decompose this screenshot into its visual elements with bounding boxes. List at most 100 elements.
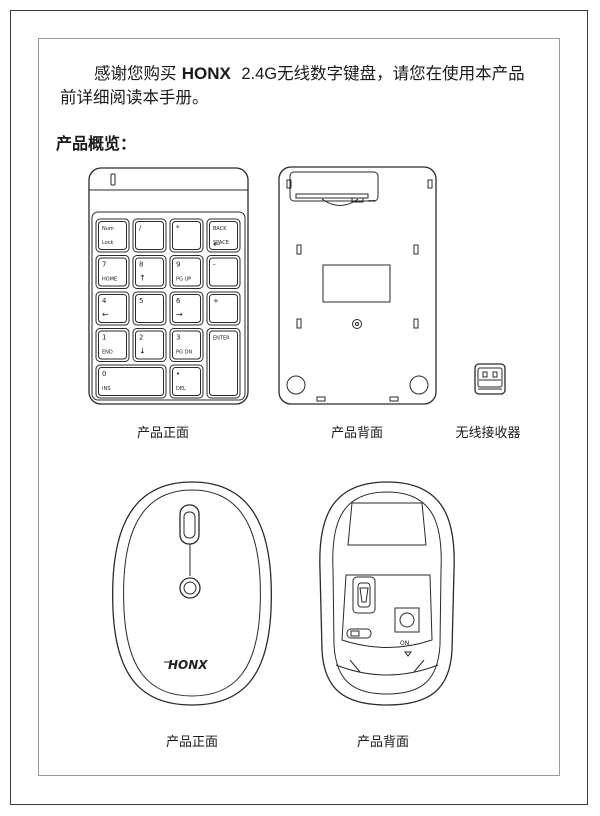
keypad-key-bottom-label: PG UP bbox=[176, 277, 191, 283]
keypad-key-inner bbox=[98, 367, 164, 396]
keypad-key-top-label: 0 bbox=[102, 370, 106, 378]
intro-after: 无线数字键盘，请您在使用本产品前详细阅读本手册。 bbox=[60, 64, 525, 107]
battery-cover-label: ▬▬ bbox=[368, 198, 376, 203]
keypad-key-inner bbox=[172, 221, 201, 250]
keypad-key-outline bbox=[95, 328, 130, 362]
keypad-key-top-label: / bbox=[139, 224, 142, 232]
keypad-key: 4← bbox=[95, 291, 130, 326]
keypad-key-inner bbox=[209, 257, 238, 287]
keypad-key-inner bbox=[135, 294, 164, 323]
caption-mouse-back: 产品背面 bbox=[356, 735, 409, 750]
keypad-key-bottom-label: SPACE bbox=[213, 240, 229, 246]
keypad-key-bottom-label: Lock bbox=[102, 240, 114, 246]
keypad-key-inner bbox=[98, 294, 127, 323]
keypad-key: * bbox=[169, 218, 204, 253]
keypad-key-outline bbox=[206, 291, 241, 326]
keypad-key-top-label: + bbox=[213, 297, 219, 305]
keypad-key-top-label: 4 bbox=[102, 297, 107, 305]
keypad-key-top-label: Num bbox=[102, 226, 114, 232]
keypad-key-bottom-label: ← bbox=[102, 310, 109, 319]
keypad-key-top-label: - bbox=[213, 261, 216, 269]
keypad-key-inner bbox=[172, 294, 201, 323]
intro-before: 感谢您购买 bbox=[94, 64, 182, 83]
keypad-key-top-label: 3 bbox=[176, 334, 180, 342]
keypad-key-outline bbox=[206, 255, 241, 289]
keypad-key-top-label: • bbox=[176, 370, 180, 378]
keypad-key-top-label: 5 bbox=[139, 297, 143, 305]
keypad-key-top-label: BACK bbox=[213, 226, 227, 232]
mouse-logo: HONX bbox=[168, 658, 208, 672]
keypad-key-outline bbox=[132, 255, 167, 289]
keypad-key-inner bbox=[172, 367, 201, 396]
keypad-key-inner bbox=[209, 221, 238, 250]
keypad-key: + bbox=[206, 291, 241, 326]
brand-name: HONX bbox=[181, 64, 231, 83]
intro-paragraph: 感谢您购买 HONX 2.4G无线数字键盘，请您在使用本产品前详细阅读本手册。 bbox=[60, 62, 540, 109]
page-inner-border bbox=[38, 38, 560, 776]
keypad-key: / bbox=[132, 218, 167, 253]
keypad-key-outline bbox=[169, 364, 204, 399]
keypad-key-outline bbox=[206, 328, 241, 399]
keypad-key-top-label: 9 bbox=[176, 261, 180, 269]
keypad-key-top-label: ENTER bbox=[213, 336, 230, 342]
keypad-key-inner bbox=[98, 221, 127, 250]
keypad-key-glyph: ← bbox=[213, 240, 221, 250]
keypad-key: ENTER bbox=[206, 328, 241, 399]
caption-receiver: 无线接收器 bbox=[455, 426, 521, 441]
keypad-key-outline bbox=[95, 364, 167, 399]
keypad-key-outline bbox=[169, 328, 204, 362]
keypad-key-outline bbox=[132, 218, 167, 253]
keypad-key-top-label: 8 bbox=[139, 261, 143, 269]
keypad-key-outline bbox=[95, 255, 130, 289]
keypad-key-top-label: 7 bbox=[102, 261, 106, 269]
keypad-key: 2↓ bbox=[132, 328, 167, 362]
model-name: 2.4G bbox=[241, 65, 278, 83]
keypad-key: BACK SPACE← bbox=[206, 218, 241, 253]
caption-keypad-front: 产品正面 bbox=[136, 426, 189, 441]
keypad-key-inner bbox=[209, 294, 238, 323]
keypad-key: 9 PG UP bbox=[169, 255, 204, 289]
caption-keypad-back: 产品背面 bbox=[330, 426, 383, 441]
keypad-key-outline bbox=[169, 218, 204, 253]
keypad-key-top-label: 2 bbox=[139, 334, 143, 342]
keypad-key-outline bbox=[169, 255, 204, 289]
keypad-key: 5 bbox=[132, 291, 167, 326]
keypad-key-inner bbox=[98, 330, 127, 360]
keypad-key-outline bbox=[169, 291, 204, 326]
keypad-key-inner bbox=[98, 257, 127, 287]
keypad-key-inner bbox=[172, 330, 201, 360]
keypad-key-top-label: * bbox=[176, 224, 180, 232]
section-title: 产品概览： bbox=[56, 134, 137, 153]
keypad-key-bottom-label: END bbox=[102, 350, 113, 356]
keypad-key-outline bbox=[95, 291, 130, 326]
keypad-key-bottom-label: PG DN bbox=[176, 350, 192, 356]
keypad-key-bottom-label: HOME bbox=[102, 277, 117, 283]
keypad-key-bottom-label: INS bbox=[102, 386, 110, 392]
page-outer-border bbox=[10, 10, 588, 805]
keypad-key: - bbox=[206, 255, 241, 289]
keypad-key: 6→ bbox=[169, 291, 204, 326]
keypad-key-bottom-label: ↓ bbox=[139, 347, 146, 356]
keypad-key-inner bbox=[209, 330, 238, 396]
keypad-key-inner bbox=[135, 221, 164, 250]
caption-mouse-front: 产品正面 bbox=[165, 735, 218, 750]
keypad-key: 8↑ bbox=[132, 255, 167, 289]
keypad-key-bottom-label: → bbox=[176, 310, 183, 319]
keypad-key-top-label: 6 bbox=[176, 297, 181, 305]
keypad-key-inner bbox=[172, 257, 201, 287]
keypad-key-outline bbox=[132, 328, 167, 362]
keypad-key-bottom-label: ↑ bbox=[139, 274, 146, 283]
keypad-key: 3 PG DN bbox=[169, 328, 204, 362]
keypad-key-outline bbox=[95, 218, 130, 253]
mouse-switch-label: ON bbox=[400, 640, 409, 647]
keypad-key-top-label: 1 bbox=[102, 334, 106, 342]
